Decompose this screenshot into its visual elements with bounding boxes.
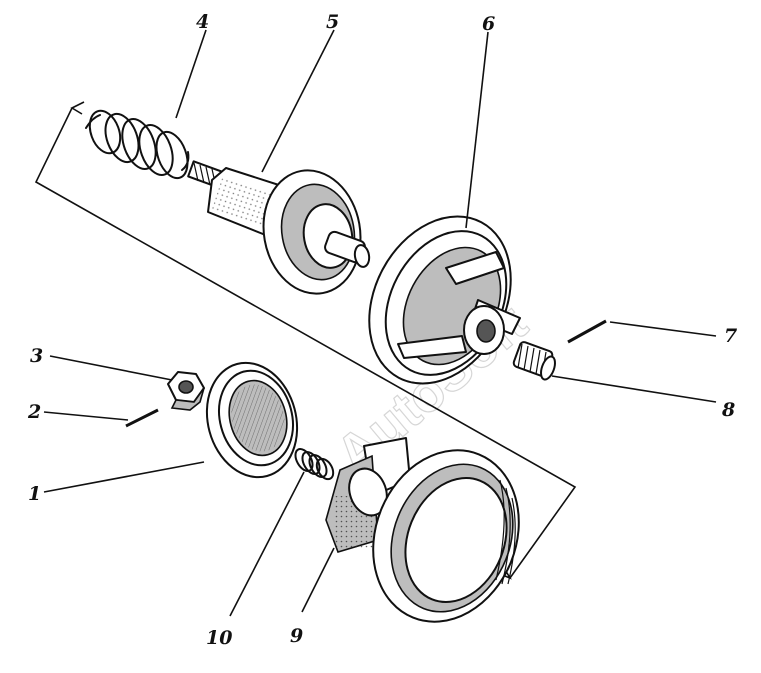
callout-5: 5 <box>326 11 339 33</box>
leader-lines <box>43 29 717 617</box>
part-5-valve-stem <box>187 160 371 295</box>
part-7-pin <box>567 319 607 344</box>
part-9-housing <box>325 437 520 623</box>
part-3-nut <box>167 371 205 411</box>
part-6-impeller <box>368 215 521 385</box>
callout-9: 9 <box>290 625 303 647</box>
part-10-small-spring <box>294 448 335 481</box>
callout-7: 7 <box>724 325 737 347</box>
callout-6: 6 <box>482 13 495 35</box>
part-1-cup-seal <box>205 361 299 479</box>
part-2-pin <box>125 408 159 428</box>
callout-2: 2 <box>27 401 41 423</box>
callout-4: 4 <box>196 11 209 33</box>
callout-10: 10 <box>206 627 232 649</box>
callout-8: 8 <box>721 399 735 421</box>
callout-1: 1 <box>28 483 41 505</box>
part-4-coil-spring <box>85 109 190 180</box>
callout-3: 3 <box>30 345 43 367</box>
part-8-threaded-plug <box>512 341 556 381</box>
